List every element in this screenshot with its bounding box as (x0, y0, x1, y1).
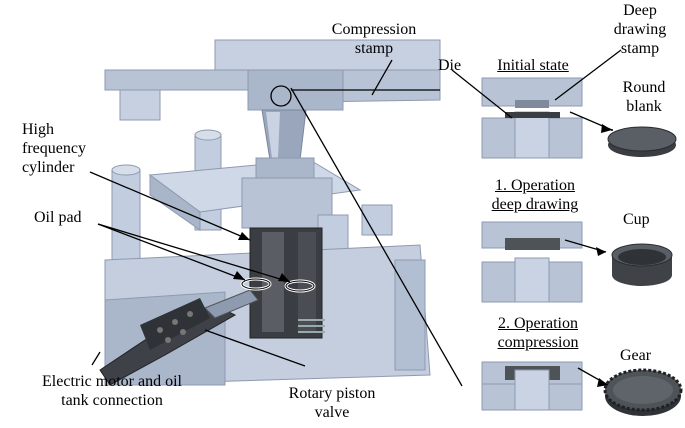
gear-part (603, 368, 683, 416)
press-machine (99, 39, 441, 386)
high-frequency-cylinder-label: High frequency cylinder (22, 121, 86, 176)
round-blank-part (607, 126, 677, 157)
electric-motor-label: Electric motor and oil tank connection (42, 373, 182, 409)
stage-deep-drawing-tools (481, 221, 583, 303)
stage-deep-drawing-title: 1. Operation deep drawing (491, 177, 579, 213)
round-blank-label: Round blank (622, 79, 666, 115)
die-label: Die (438, 57, 462, 74)
rotary-piston-valve-label: Rotary piston valve (288, 385, 376, 421)
stage-compression-tools (481, 361, 583, 411)
gear-label: Gear (620, 347, 652, 364)
cup-label: Cup (623, 211, 650, 228)
oil-pad-label: Oil pad (34, 209, 82, 226)
compression-stamp-label: Compression stamp (331, 21, 417, 57)
deep-drawing-stamp-label: Deep drawing stamp (613, 2, 667, 57)
cup-part (611, 243, 673, 286)
stage-initial-tools (481, 77, 583, 159)
stage-initial-title: Initial state (497, 57, 569, 74)
stage-compression-title: 2. Operation compression (497, 315, 579, 351)
arrow-heads (233, 124, 612, 387)
